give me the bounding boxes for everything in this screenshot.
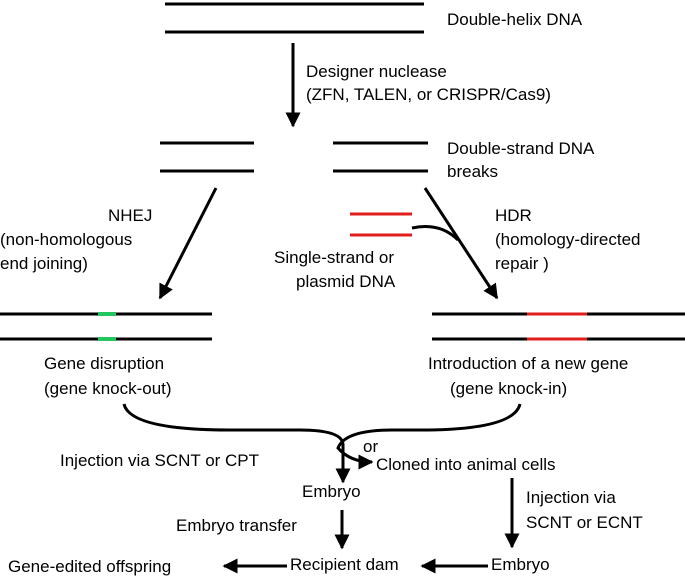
dsb-right-fragment [333, 141, 428, 173]
label-disruption-1: Gene disruption [44, 354, 164, 373]
merge-arrow-right [336, 403, 522, 470]
dsb-left-fragment [160, 141, 254, 173]
label-scnt-ecnt: SCNT or ECNT [526, 513, 643, 532]
label-embryo-right: Embryo [491, 555, 550, 574]
label-nhej-3: end joining) [0, 254, 88, 273]
label-disruption-2: (gene knock-out) [44, 379, 172, 398]
merge-arrow-left [122, 403, 351, 484]
label-dsb-2: breaks [447, 162, 498, 181]
knockout-dna [0, 312, 212, 341]
label-embryo-left: Embryo [302, 482, 361, 501]
knockin-dna [432, 312, 685, 341]
label-nuclease-2: (ZFN, TALEN, or CRISPR/Cas9) [306, 85, 551, 104]
label-embryo-transfer: Embryo transfer [176, 516, 297, 535]
label-cloned: Cloned into animal cells [376, 455, 556, 474]
label-donor-1: Single-strand or [274, 248, 394, 267]
label-introduction-2: (gene knock-in) [450, 379, 567, 398]
label-nuclease-1: Designer nuclease [306, 62, 447, 81]
label-nhej-1: NHEJ [108, 206, 152, 225]
label-nhej-2: (non-homologous [0, 230, 132, 249]
label-injection-via: Injection via [526, 488, 616, 507]
label-injection-scnt-cpt: Injection via SCNT or CPT [60, 451, 259, 470]
donor-join-curve [411, 225, 460, 242]
label-recipient: Recipient dam [290, 555, 399, 574]
label-double-helix: Double-helix DNA [447, 10, 583, 29]
nhej-arrow [158, 187, 218, 300]
label-donor-2: plasmid DNA [296, 272, 396, 291]
label-dsb-1: Double-strand DNA [447, 139, 595, 158]
label-or: or [363, 437, 378, 456]
label-offspring: Gene-edited offspring [8, 557, 171, 576]
donor-dna [350, 212, 412, 237]
double-helix-dna [165, 2, 424, 34]
label-hdr-1: HDR [495, 206, 532, 225]
label-introduction-1: Introduction of a new gene [428, 354, 628, 373]
label-hdr-3: repair ) [495, 254, 549, 273]
label-hdr-2: (homology-directed [495, 230, 641, 249]
hdr-arrow [423, 187, 499, 300]
